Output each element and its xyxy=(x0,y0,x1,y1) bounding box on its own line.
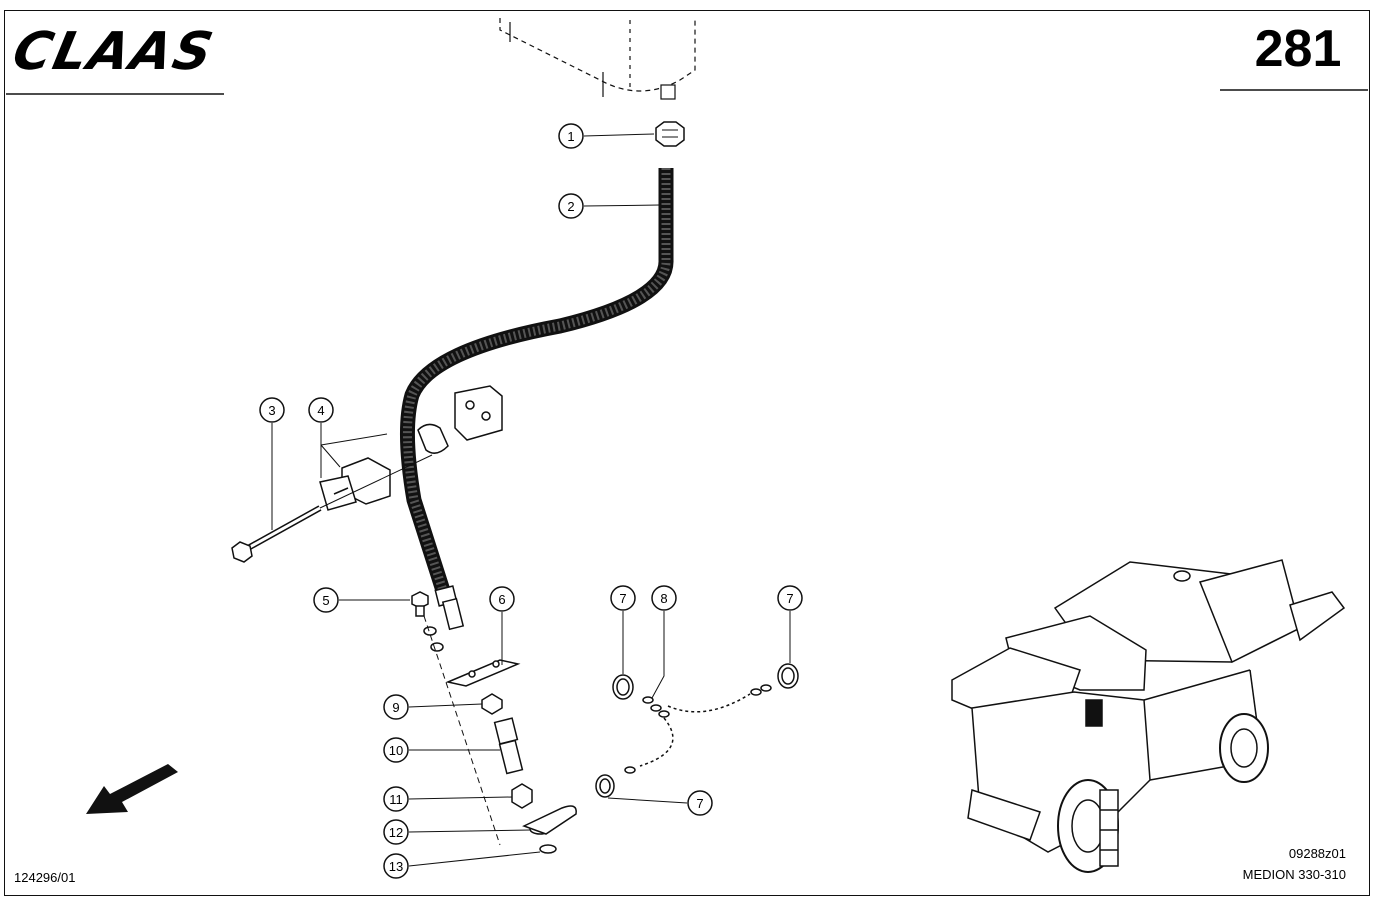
callout-10: 10 xyxy=(383,737,409,763)
callout-5-label: 5 xyxy=(322,593,329,608)
page-border xyxy=(4,10,1370,896)
callout-12-label: 12 xyxy=(389,825,403,840)
callout-1-label: 1 xyxy=(567,129,574,144)
callout-6: 6 xyxy=(489,586,515,612)
callout-4-label: 4 xyxy=(317,403,324,418)
callout-11: 11 xyxy=(383,786,409,812)
screw-and-washers-part xyxy=(411,591,501,846)
callout-12: 12 xyxy=(383,819,409,845)
seal-ring-chain-part xyxy=(595,663,799,798)
document-number: 124296/01 xyxy=(14,870,76,885)
callout-1: 1 xyxy=(558,123,584,149)
callout-8: 8 xyxy=(651,585,677,611)
callout-4: 4 xyxy=(308,397,334,423)
callout-7-right: 7 xyxy=(777,585,803,611)
fitting-stack-part xyxy=(481,693,577,854)
leader-lines xyxy=(271,133,791,867)
callout-7-left: 7 xyxy=(610,585,636,611)
callout-8-label: 8 xyxy=(660,591,667,606)
drawing-code: 09288z01 xyxy=(1288,846,1346,861)
callout-7-bottom: 7 xyxy=(687,790,713,816)
callout-7-left-label: 7 xyxy=(619,591,626,606)
assembly-line xyxy=(319,454,433,509)
union-nut-part xyxy=(655,121,685,147)
callout-10-label: 10 xyxy=(389,743,403,758)
tank-outline xyxy=(499,18,696,100)
callout-3: 3 xyxy=(259,397,285,423)
combine-harvester-illustration xyxy=(951,559,1346,873)
callout-9: 9 xyxy=(383,694,409,720)
callout-11-label: 11 xyxy=(389,792,403,807)
model-label: MEDION 330-310 xyxy=(1242,867,1346,882)
direction-arrow-icon xyxy=(86,764,178,814)
callout-5: 5 xyxy=(313,587,339,613)
long-bolt-part xyxy=(231,505,322,563)
hose-part xyxy=(399,168,674,631)
callout-7-bottom-label: 7 xyxy=(696,796,703,811)
callout-13: 13 xyxy=(383,853,409,879)
mounting-plate-part xyxy=(445,659,521,687)
callout-6-label: 6 xyxy=(498,592,505,607)
page-number: 281 xyxy=(1254,20,1342,78)
callout-9-label: 9 xyxy=(392,700,399,715)
callout-2: 2 xyxy=(558,193,584,219)
callout-7-right-label: 7 xyxy=(786,591,793,606)
clamp-assembly-part xyxy=(319,385,503,511)
callout-3-label: 3 xyxy=(268,403,275,418)
callout-2-label: 2 xyxy=(567,199,574,214)
callout-13-label: 13 xyxy=(389,859,403,874)
